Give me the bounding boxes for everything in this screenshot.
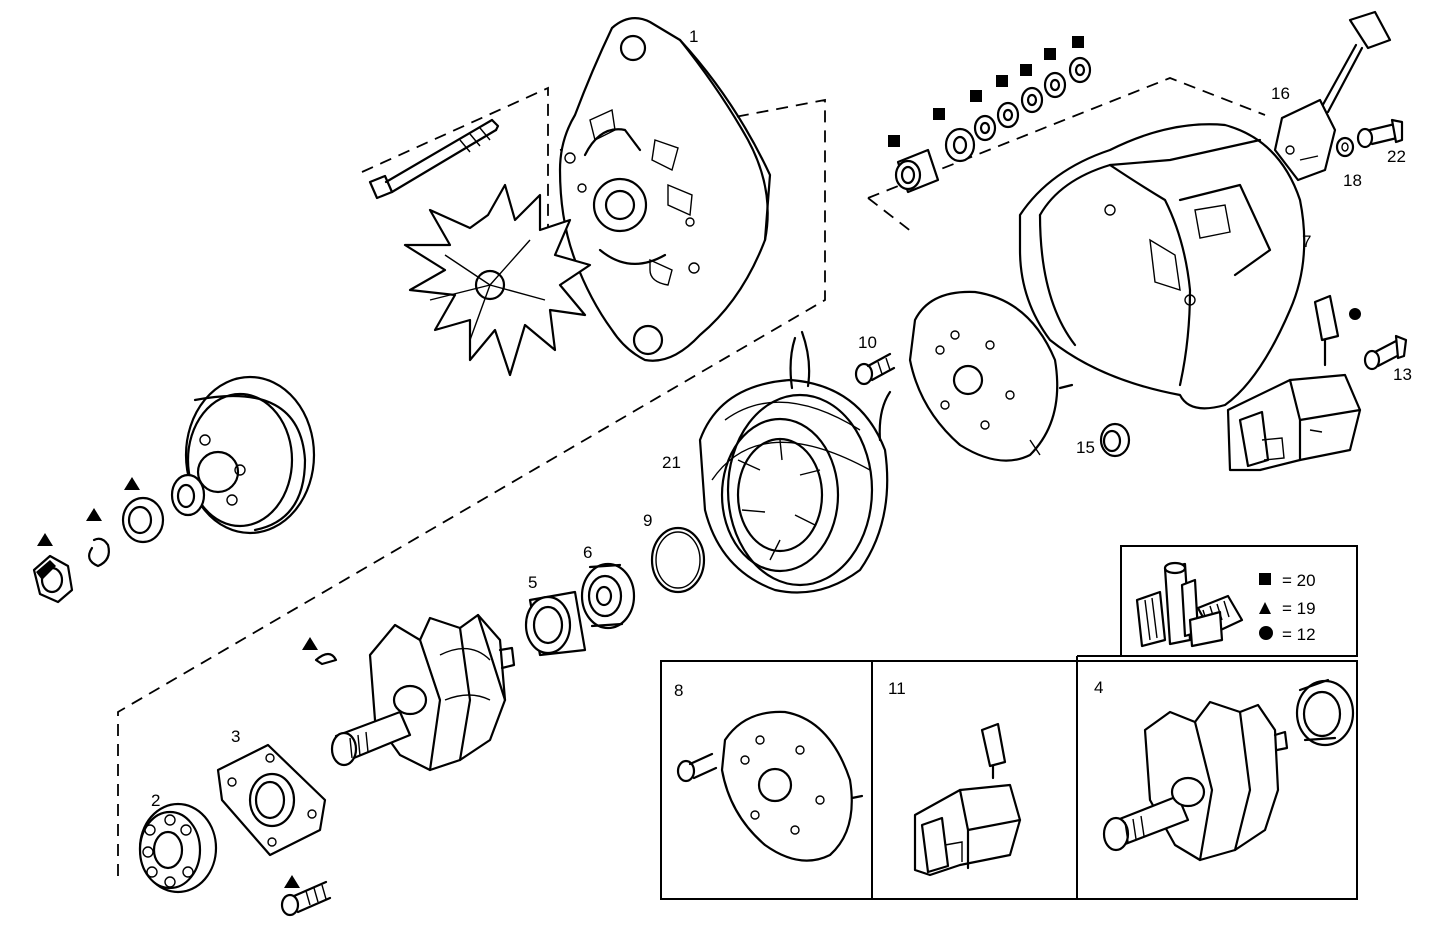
sleeve-15	[1099, 422, 1131, 458]
callout-3: 3	[231, 727, 240, 746]
filled-square-icon	[888, 135, 900, 147]
brush-kit-illustration	[1135, 561, 1244, 648]
filled-square-icon	[996, 75, 1008, 87]
rectifier-screw	[854, 352, 896, 386]
kit-legend: = 20 = 19 = 12	[1120, 545, 1358, 657]
slip-ring-end-housing	[1018, 123, 1306, 410]
through-bolt	[368, 118, 500, 200]
carbon-brush	[1313, 294, 1340, 367]
bearing-plate	[216, 743, 327, 857]
pulley	[170, 375, 316, 535]
cooling-fan	[403, 183, 592, 377]
voltage-regulator	[1226, 373, 1362, 472]
callout-2: 2	[151, 791, 160, 810]
stator	[698, 330, 892, 594]
rear-hardware-kit	[894, 56, 1092, 194]
filled-triangle-icon	[86, 508, 102, 521]
inset-rectifier	[676, 710, 864, 862]
filled-square-icon	[1072, 36, 1084, 48]
callout-22: 22	[1387, 147, 1406, 166]
filled-square-icon	[1020, 64, 1032, 76]
filled-triangle-icon	[37, 533, 53, 546]
callout-labels: 1 2 3 5 6 7 9 10 13 15 16 18 21 22	[151, 27, 1412, 810]
legend-circle-value: = 12	[1282, 625, 1316, 644]
filled-circle-icon	[1259, 626, 1273, 640]
filled-square-icon	[1259, 573, 1271, 585]
filled-circle-icon	[1349, 308, 1361, 320]
inset-label-8: 8	[674, 681, 683, 700]
inset-panels: 8 11 4	[660, 655, 1358, 900]
filled-square-icon	[1044, 48, 1056, 60]
drive-end-bracket	[558, 17, 772, 362]
callout-15: 15	[1076, 438, 1095, 457]
callout-18: 18	[1343, 171, 1362, 190]
filled-triangle-icon	[1259, 602, 1271, 614]
callout-16: 16	[1271, 84, 1290, 103]
kit-markers	[37, 36, 1361, 888]
sleeve-5	[524, 590, 587, 657]
rotor	[330, 613, 516, 772]
callout-21: 21	[662, 453, 681, 472]
inset-rotor	[1102, 678, 1355, 862]
filled-triangle-icon	[302, 637, 318, 650]
washer-18	[1335, 136, 1355, 158]
circlip	[88, 537, 110, 568]
terminal-lead	[1273, 10, 1392, 182]
callout-9: 9	[643, 511, 652, 530]
callout-10: 10	[858, 333, 877, 352]
screw-13	[1363, 334, 1408, 371]
rectifier-bridge	[908, 290, 1074, 462]
pulley-nut	[32, 554, 74, 604]
inset-regulator	[913, 722, 1022, 877]
spacer-ring	[121, 496, 165, 544]
bearing-6	[580, 562, 636, 630]
callout-7: 7	[1302, 232, 1311, 251]
callout-5: 5	[528, 573, 537, 592]
inset-label-4: 4	[1094, 678, 1103, 697]
bearing-2	[138, 802, 218, 894]
inset-label-11: 11	[888, 679, 906, 698]
callout-1: 1	[689, 27, 698, 46]
filled-square-icon	[970, 90, 982, 102]
woodruff-key	[314, 652, 338, 666]
screw-22	[1356, 118, 1404, 149]
legend-triangle-value: = 19	[1282, 599, 1316, 618]
filled-triangle-icon	[124, 477, 140, 490]
plate-screw	[280, 880, 332, 917]
callout-13: 13	[1393, 365, 1412, 384]
legend-square-value: = 20	[1282, 571, 1316, 590]
filled-square-icon	[933, 108, 945, 120]
filled-triangle-icon	[284, 875, 300, 888]
callout-6: 6	[583, 543, 592, 562]
o-ring	[650, 526, 706, 594]
